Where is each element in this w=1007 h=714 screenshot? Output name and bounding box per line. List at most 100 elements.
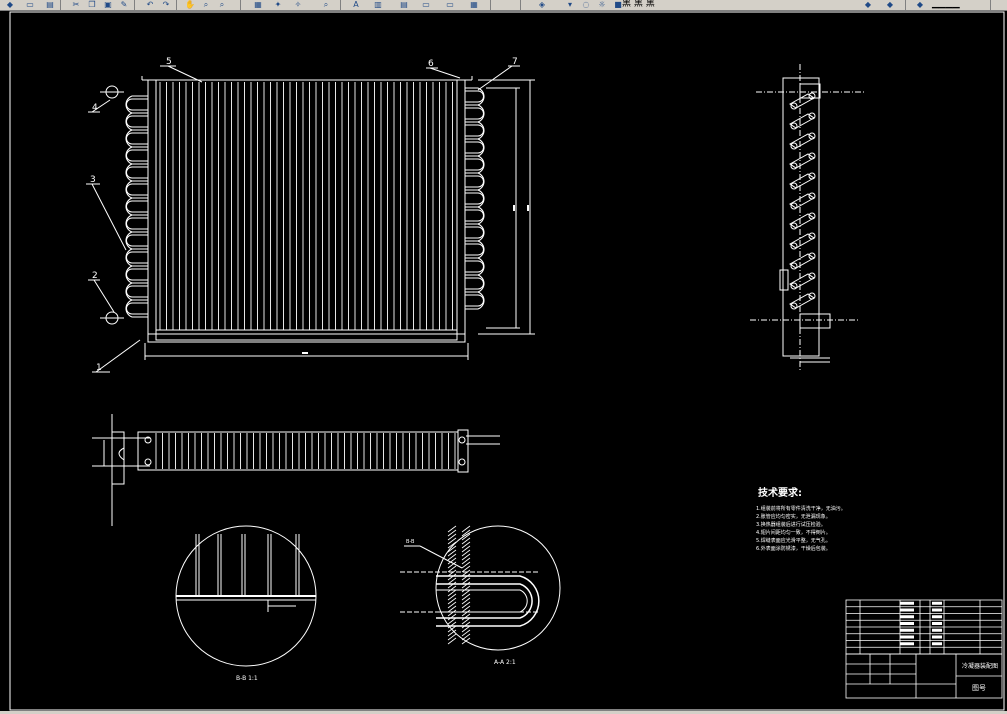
light-bulb-icon[interactable]: ◌ [582, 0, 590, 9]
part-label-6: 6 [428, 59, 434, 69]
u-bend-inner [465, 226, 484, 239]
hatch-line [461, 633, 471, 641]
lineweight-icon[interactable]: ◆ [916, 0, 924, 9]
match-icon[interactable]: ✎ [120, 0, 128, 9]
markup-icon[interactable]: ▭ [446, 0, 454, 9]
layer-icon[interactable]: ◆ [6, 0, 14, 9]
hatch-line [461, 577, 471, 585]
hatch-line [461, 581, 471, 589]
open-icon[interactable]: ▭ [26, 0, 34, 9]
hatch-line [447, 577, 457, 585]
zoom-window-icon[interactable]: ⌕ [219, 0, 225, 9]
pan-icon[interactable]: ✋ [185, 0, 195, 9]
properties-icon[interactable]: ▦ [254, 0, 262, 9]
hatch-line [461, 549, 471, 557]
bom-cell-text [900, 628, 914, 632]
hatch-line [447, 629, 457, 637]
side-tube [789, 153, 815, 169]
u-bend-inner [126, 132, 148, 145]
tube-end [790, 302, 798, 310]
u-bend-inner [465, 158, 484, 171]
redo-icon[interactable]: ↷ [162, 0, 170, 9]
layer-name-display[interactable]: 黑 黑 黑 [622, 0, 655, 9]
tube-end [808, 232, 816, 240]
bom-cell-text [932, 622, 942, 625]
text-style-icon[interactable]: A [353, 0, 359, 9]
hatch-line [461, 529, 471, 537]
linetype-icon[interactable]: ◆ [886, 0, 894, 9]
tech-note-6: 6.外表面涂防锈漆，干燥后包装。 [756, 545, 831, 552]
detail-a-label: A-A 2:1 [494, 659, 516, 666]
hatch-line [461, 537, 471, 545]
bom-cell-text [932, 635, 942, 639]
side-tube [789, 273, 815, 289]
u-bend-inner [465, 260, 484, 273]
part-label-2: 2 [92, 271, 98, 281]
tech-note-2: 2.胀管应均匀密实，无泄漏现象。 [756, 513, 831, 520]
layer-manager-icon[interactable]: ◈ [538, 0, 546, 9]
tube-end [790, 202, 798, 210]
hatch-line [447, 565, 457, 573]
u-bend-inner [126, 149, 148, 162]
part-label-4: 4 [92, 103, 98, 113]
u-bend-inner [465, 90, 484, 103]
tech-note-4: 4.翅片间距均匀一致，不得倒片。 [756, 529, 831, 536]
u-bend-inner [126, 251, 148, 264]
tube-end [808, 92, 816, 100]
color-swatch-icon[interactable]: ■ [614, 0, 622, 9]
hatch-line [447, 525, 457, 533]
u-bend-inner [465, 141, 484, 154]
hatch-line [447, 621, 457, 629]
table-icon[interactable]: ▤ [400, 0, 408, 9]
side-tube [789, 213, 815, 229]
layer-state-icon[interactable]: ▾ [567, 0, 572, 9]
hatch-line [461, 589, 471, 597]
part-label-7: 7 [512, 57, 518, 67]
zoom-icon[interactable]: ⌕ [203, 0, 209, 9]
hatch-line [461, 597, 471, 605]
hatch-line [461, 565, 471, 573]
hatch-line [447, 557, 457, 565]
hatch-line [447, 605, 457, 613]
bom-cell-text [932, 601, 942, 605]
sun-icon[interactable]: ☼ [598, 0, 606, 9]
hatch-line [461, 621, 471, 629]
bom-cell-text [900, 601, 914, 605]
technical-requirements: 技术要求: 1.组装前将所有零件清洗干净，无油污。 2.胀管应均匀密实，无泄漏现… [756, 486, 846, 552]
undo-icon[interactable]: ↶ [146, 0, 154, 9]
cut-icon[interactable]: ✂ [72, 0, 80, 9]
zoom-previous-icon[interactable]: ⌕ [323, 0, 329, 9]
color-icon[interactable]: ◆ [864, 0, 872, 9]
horizontal-scrollbar[interactable] [0, 711, 1007, 714]
hatch-line [461, 573, 471, 581]
hatch-line [447, 625, 457, 633]
bom-cell-text [932, 628, 942, 632]
print-icon[interactable]: ▤ [46, 0, 54, 9]
paste-icon[interactable]: ▣ [104, 0, 112, 9]
u-bend-inner [126, 217, 148, 230]
bom-cell-text [900, 642, 914, 646]
sheet-icon[interactable]: ▭ [422, 0, 430, 9]
drawing-canvas[interactable]: 5 6 7 4 3 2 1 [0, 10, 1007, 714]
tube-end [808, 252, 816, 260]
hatch-line [461, 557, 471, 565]
hatch-line [447, 597, 457, 605]
hatch-line [447, 541, 457, 549]
front-view [86, 65, 535, 373]
u-bend-inner [126, 285, 148, 298]
bom-cell-text [932, 615, 942, 619]
tool-palette-icon[interactable]: ✧ [294, 0, 302, 9]
design-center-icon[interactable]: ✦ [274, 0, 282, 9]
hatch-line [461, 541, 471, 549]
dim-style-icon[interactable]: ▥ [374, 0, 382, 9]
plot-style-display[interactable]: ▁▁▁▁ [932, 0, 960, 9]
hatch-line [447, 633, 457, 641]
hatch-line [461, 553, 471, 561]
grid-table-icon[interactable]: ▦ [470, 0, 478, 9]
u-bend-inner [126, 166, 148, 179]
bom-cell-text [932, 642, 942, 646]
top-view [92, 414, 500, 526]
tube-end [808, 132, 816, 140]
tube-end [808, 152, 816, 160]
copy-icon[interactable]: ❐ [88, 0, 96, 9]
